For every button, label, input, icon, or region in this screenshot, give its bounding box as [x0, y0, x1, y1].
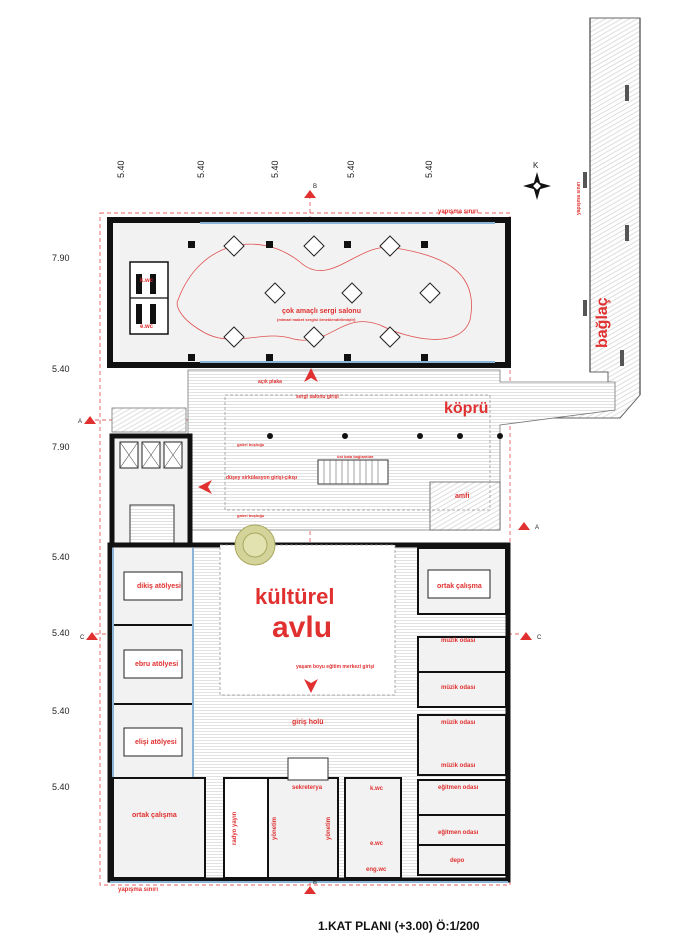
- svg-text:B: B: [313, 880, 317, 886]
- svg-text:5.40: 5.40: [52, 782, 70, 792]
- label-baglac: bağlaç: [594, 297, 611, 348]
- label-giris-holu: giriş holü: [292, 719, 324, 726]
- label-yonetim2: yönetim: [326, 817, 332, 840]
- top-dimensions: 5.40 5.40 5.40 5.40 5.40: [116, 160, 434, 178]
- plan-title: 1.KAT PLANI (+3.00) Ö:1/200: [318, 918, 480, 933]
- svg-text:yapışma sınırı: yapışma sınırı: [576, 181, 582, 215]
- svg-text:(mimari maket sergisi örneklen: (mimari maket sergisi örneklendirilmişti…: [277, 317, 356, 322]
- svg-text:A: A: [78, 419, 82, 425]
- svg-text:5.40: 5.40: [346, 160, 356, 178]
- svg-text:C: C: [80, 635, 85, 641]
- label-muzik1: müzik odası: [441, 638, 476, 644]
- sergi-entry-arrow-icon: [304, 368, 318, 382]
- svg-text:C: C: [537, 635, 542, 641]
- center-entry-arrow-icon: [304, 679, 318, 693]
- north-label: K: [533, 161, 539, 170]
- label-depo: depo: [450, 858, 465, 864]
- svg-text:yapışma sınırı: yapışma sınırı: [118, 887, 158, 893]
- north-arrow-icon: K: [523, 161, 551, 200]
- svg-text:5.40: 5.40: [52, 552, 70, 562]
- svg-text:5.40: 5.40: [52, 628, 70, 638]
- svg-text:üst kata bağlantılar: üst kata bağlantılar: [337, 454, 374, 459]
- label-amfi: amfi: [455, 493, 469, 500]
- label-kulturel: kültürel: [255, 584, 334, 609]
- label-sekreterya: sekreterya: [292, 785, 323, 791]
- label-ortak-sag: ortak çalışma: [437, 583, 482, 590]
- lower-building: [107, 524, 511, 883]
- svg-text:açık plaka: açık plaka: [258, 379, 282, 385]
- svg-text:galeri boşluğu: galeri boşluğu: [237, 442, 265, 447]
- label-muzik4: müzik odası: [441, 763, 476, 769]
- room-labels: yapışma sınırı k.wc e.wc çok amaçlı serg…: [118, 181, 611, 893]
- svg-text:5.40: 5.40: [424, 160, 434, 178]
- label-muzik2: müzik odası: [441, 685, 476, 691]
- svg-text:7.90: 7.90: [52, 442, 70, 452]
- label-kwc-top: k.wc: [140, 278, 154, 284]
- stair-entry-arrow-icon: [198, 480, 212, 494]
- svg-text:5.40: 5.40: [270, 160, 280, 178]
- exhibition-hall: [107, 217, 511, 368]
- label-muzik3: müzik odası: [441, 720, 476, 726]
- svg-text:galeri boşluğu: galeri boşluğu: [237, 513, 265, 518]
- svg-text:5.40: 5.40: [52, 706, 70, 716]
- svg-text:B: B: [313, 184, 317, 190]
- label-kopru: köprü: [444, 400, 488, 417]
- left-dimensions: 7.90 5.40 7.90 5.40 5.40 5.40 5.40: [52, 253, 70, 792]
- label-egitmen1: eğitmen odası: [438, 785, 479, 791]
- label-sergi-salonu: çok amaçlı sergi salonu: [282, 308, 361, 315]
- svg-text:sergi salonu girişi: sergi salonu girişi: [296, 394, 339, 400]
- svg-text:5.40: 5.40: [116, 160, 126, 178]
- label-ebru: ebru atölyesi: [135, 661, 178, 668]
- label-ewc-top: e.wc: [140, 324, 154, 330]
- label-ortak-sol: ortak çalışma: [132, 812, 177, 819]
- svg-text:5.40: 5.40: [196, 160, 206, 178]
- svg-text:5.40: 5.40: [52, 364, 70, 374]
- label-egitmen2: eğitmen odası: [438, 830, 479, 836]
- section-markers: A A B B C C: [78, 184, 542, 894]
- label-engwc: eng.wc: [366, 867, 387, 873]
- label-kwc-bot: k.wc: [370, 786, 384, 792]
- svg-text:7.90: 7.90: [52, 253, 70, 263]
- label-elisi: elişi atölyesi: [135, 739, 177, 746]
- label-yonetim1: yönetim: [272, 817, 278, 840]
- label-avlu: avlu: [272, 611, 332, 644]
- label-ewc-bot: e.wc: [370, 841, 384, 847]
- label-dikis: dikiş atölyesi: [137, 583, 181, 590]
- svg-text:yapışma sınırı: yapışma sınırı: [438, 209, 478, 215]
- svg-text:yaşam boyu eğitim merkezi giri: yaşam boyu eğitim merkezi girişi: [296, 664, 375, 670]
- svg-text:A: A: [535, 525, 539, 531]
- stair-elevator-core: [109, 433, 193, 551]
- entrance-arrows: [198, 368, 318, 693]
- baglac-bridge: [499, 17, 641, 419]
- label-dusey: düşey sirkülasyon girişi-çıkışı: [226, 475, 298, 481]
- label-radyo: radyo yayın: [232, 811, 238, 845]
- kopru-deck: [111, 369, 616, 531]
